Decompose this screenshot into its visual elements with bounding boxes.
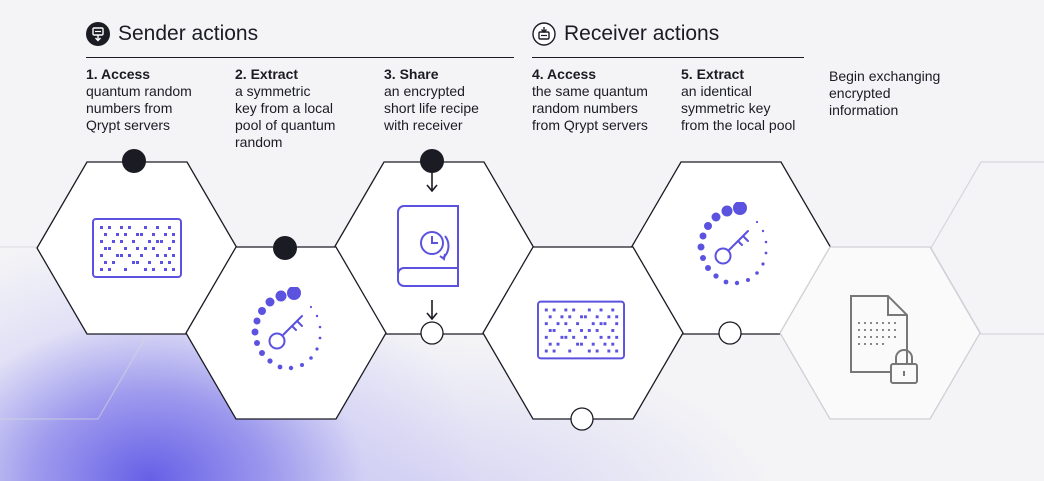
receiver-header: Receiver actions: [532, 22, 719, 46]
step-4-text: 4. Access the same quantum random number…: [532, 66, 648, 134]
receiver-header-label: Receiver actions: [564, 22, 720, 45]
sender-header-label: Sender actions: [118, 22, 259, 45]
step-3-line-1: an encrypted: [384, 83, 465, 99]
step-3-text: 3. Share an encrypted short life recipe …: [384, 66, 479, 134]
sender-header-rule: [86, 57, 514, 58]
step-1-text: 1. Access quantum random numbers from Qr…: [86, 66, 192, 134]
hexagon-4: [482, 246, 684, 420]
step-5-text: 5. Extract an identical symmetric key fr…: [681, 66, 795, 134]
step-2-line-4: random: [235, 134, 283, 150]
connector-dot-filled: [420, 149, 444, 173]
step-4-line-3: from Qrypt servers: [532, 117, 648, 133]
step-4-line-2: random numbers: [532, 100, 638, 116]
step-1-line-2: numbers from: [86, 100, 173, 116]
recipe-book-clock-icon: [397, 205, 459, 287]
step-3-title: 3. Share: [384, 66, 439, 82]
step-2-line-3: pool of quantum: [235, 117, 336, 133]
step-6-line-3: information: [829, 102, 899, 118]
step-3-line-2: short life recipe: [384, 100, 479, 116]
hexagon-6: [779, 246, 981, 420]
receiver-device-icon: [532, 22, 556, 46]
step-6-text: Begin exchanging encrypted information: [829, 68, 940, 119]
receiver-header-rule: [532, 57, 804, 58]
step-1-title: 1. Access: [86, 66, 151, 82]
encrypted-document-lock-icon: [850, 295, 918, 384]
step-5-line-2: symmetric key: [681, 100, 771, 116]
step-2-title: 2. Extract: [235, 66, 299, 82]
step-2-text: 2. Extract a symmetric key from a local …: [235, 66, 335, 151]
sender-header: Sender actions: [86, 22, 258, 46]
step-1-line-3: Qrypt servers: [86, 117, 171, 133]
step-5-line-1: an identical: [681, 83, 752, 99]
connector-dot-open: [570, 407, 594, 431]
step-1-line-1: quantum random: [86, 83, 192, 99]
step-3-line-3: with receiver: [384, 117, 463, 133]
step-2-line-1: a symmetric: [235, 83, 311, 99]
step-6-line-2: encrypted: [829, 85, 891, 101]
step-6-line-1: Begin exchanging: [829, 68, 941, 84]
hexagon-faded-right: [930, 161, 1044, 335]
step-4-title: 4. Access: [532, 66, 597, 82]
connector-dot-open: [420, 321, 444, 345]
connector-dot-open: [718, 321, 742, 345]
step-5-title: 5. Extract: [681, 66, 745, 82]
arrow-down-icon: [426, 300, 438, 321]
step-4-line-1: the same quantum: [532, 83, 648, 99]
connector-dot-filled: [122, 149, 146, 173]
connector-dot-filled: [273, 236, 297, 260]
arrow-down-icon: [426, 173, 438, 193]
step-5-line-3: from the local pool: [681, 117, 796, 133]
sender-device-icon: [86, 22, 110, 46]
step-2-line-2: key from a local: [235, 100, 334, 116]
